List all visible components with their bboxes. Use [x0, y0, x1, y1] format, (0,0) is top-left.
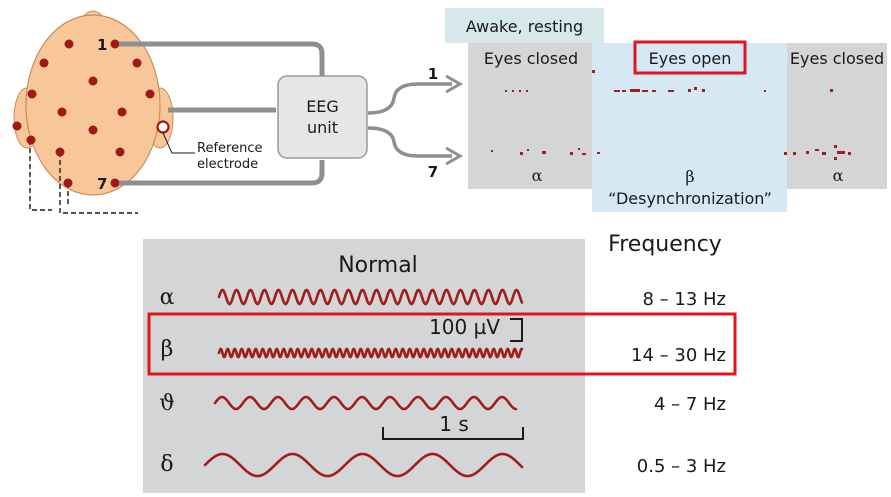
recording-panels: Awake, resting Eyes closed Eyes open Eye… — [445, 8, 887, 212]
eyes-closed-right-label: Eyes closed — [790, 49, 884, 68]
electrode — [63, 178, 73, 188]
reference-leader — [162, 132, 195, 154]
channel-label-1: 1 — [428, 65, 438, 83]
cable-top — [119, 41, 325, 78]
electrode — [117, 107, 127, 117]
electrode-1 — [110, 39, 120, 49]
frequency-header: Frequency — [608, 232, 722, 257]
alpha-right-label: α — [833, 166, 844, 185]
eyes-open-label: Eyes open — [649, 49, 732, 68]
trace-marks-channel-7 — [491, 145, 851, 160]
electrode — [132, 58, 142, 68]
row-symbol-beta: β — [161, 337, 174, 362]
electrode — [26, 135, 36, 145]
electrode-label-bottom: 7 — [97, 175, 107, 193]
panel-eyes-closed-right — [787, 43, 887, 189]
electrode-7 — [110, 178, 120, 188]
row-symbol-theta: ϑ — [159, 391, 175, 416]
panel-eyes-open — [592, 43, 787, 212]
time-scale-bracket — [382, 427, 524, 440]
eyes-open-highlight — [633, 40, 747, 75]
electrode — [12, 121, 22, 131]
reference-label-line1: Reference — [197, 141, 262, 156]
arrowhead-7 — [445, 146, 464, 166]
electrode — [88, 76, 98, 86]
wave-panel-title: Normal — [338, 253, 418, 278]
eyes-closed-left-label: Eyes closed — [484, 49, 578, 68]
eeg-unit-label-2: unit — [307, 118, 338, 137]
desynchronization-label: “Desynchronization” — [608, 189, 772, 208]
cables — [119, 41, 325, 186]
wave-traces — [203, 288, 524, 478]
row-frequency-theta: 4 – 7 Hz — [654, 394, 726, 415]
output-arrow-7 — [367, 126, 452, 158]
panel-eyes-closed-left — [468, 43, 592, 189]
output-arrow-1 — [367, 82, 452, 115]
row-frequency-alpha: 8 – 13 Hz — [642, 289, 726, 310]
condition-header-bg — [445, 8, 604, 43]
row-symbol-delta: δ — [160, 452, 173, 477]
beta-center-label: β — [685, 167, 694, 186]
condition-header: Awake, resting — [466, 17, 583, 36]
lead-wire-1 — [29, 140, 52, 211]
output-arrows — [367, 74, 464, 166]
eeg-unit-box — [277, 75, 368, 159]
wave-panel-bg — [143, 239, 585, 493]
electrode-label-top: 1 — [97, 36, 107, 54]
cable-bottom — [119, 160, 325, 186]
amplitude-scale-label: 100 µV — [429, 315, 500, 339]
reference-electrode — [156, 120, 170, 134]
wave-delta — [203, 452, 524, 478]
row-frequency-beta: 14 – 30 Hz — [631, 345, 726, 366]
reference-label-line2: electrode — [197, 157, 258, 172]
wave-theta — [213, 395, 518, 411]
wave-alpha — [217, 288, 524, 306]
wave-table: Normal Frequency α β ϑ δ 8 – 13 Hz 14 – … — [143, 232, 737, 493]
electrode — [115, 147, 125, 157]
electrode — [145, 89, 155, 99]
electrode-dots — [12, 39, 155, 188]
electrode — [57, 107, 67, 117]
electrode — [55, 147, 65, 157]
row-symbol-alpha: α — [160, 285, 175, 310]
wave-beta — [217, 347, 524, 359]
amplitude-scale-bracket — [510, 318, 523, 342]
trace-marks-channel-1 — [505, 70, 833, 92]
eeg-unit-label-1: EEG — [306, 97, 339, 116]
electrode — [88, 125, 98, 135]
electrode — [27, 89, 37, 99]
time-scale-label: 1 s — [439, 412, 469, 436]
beta-row-highlight — [147, 312, 737, 376]
channel-label-7: 7 — [428, 163, 438, 181]
electrode — [39, 58, 49, 68]
lead-wire-2 — [59, 152, 138, 214]
head-top-view: Reference electrode 1 7 — [12, 10, 262, 214]
arrowhead-1 — [445, 74, 464, 94]
row-frequency-delta: 0.5 – 3 Hz — [637, 456, 726, 477]
alpha-left-label: α — [532, 166, 543, 185]
electrode — [64, 39, 74, 49]
eeg-unit: EEG unit — [277, 75, 368, 159]
